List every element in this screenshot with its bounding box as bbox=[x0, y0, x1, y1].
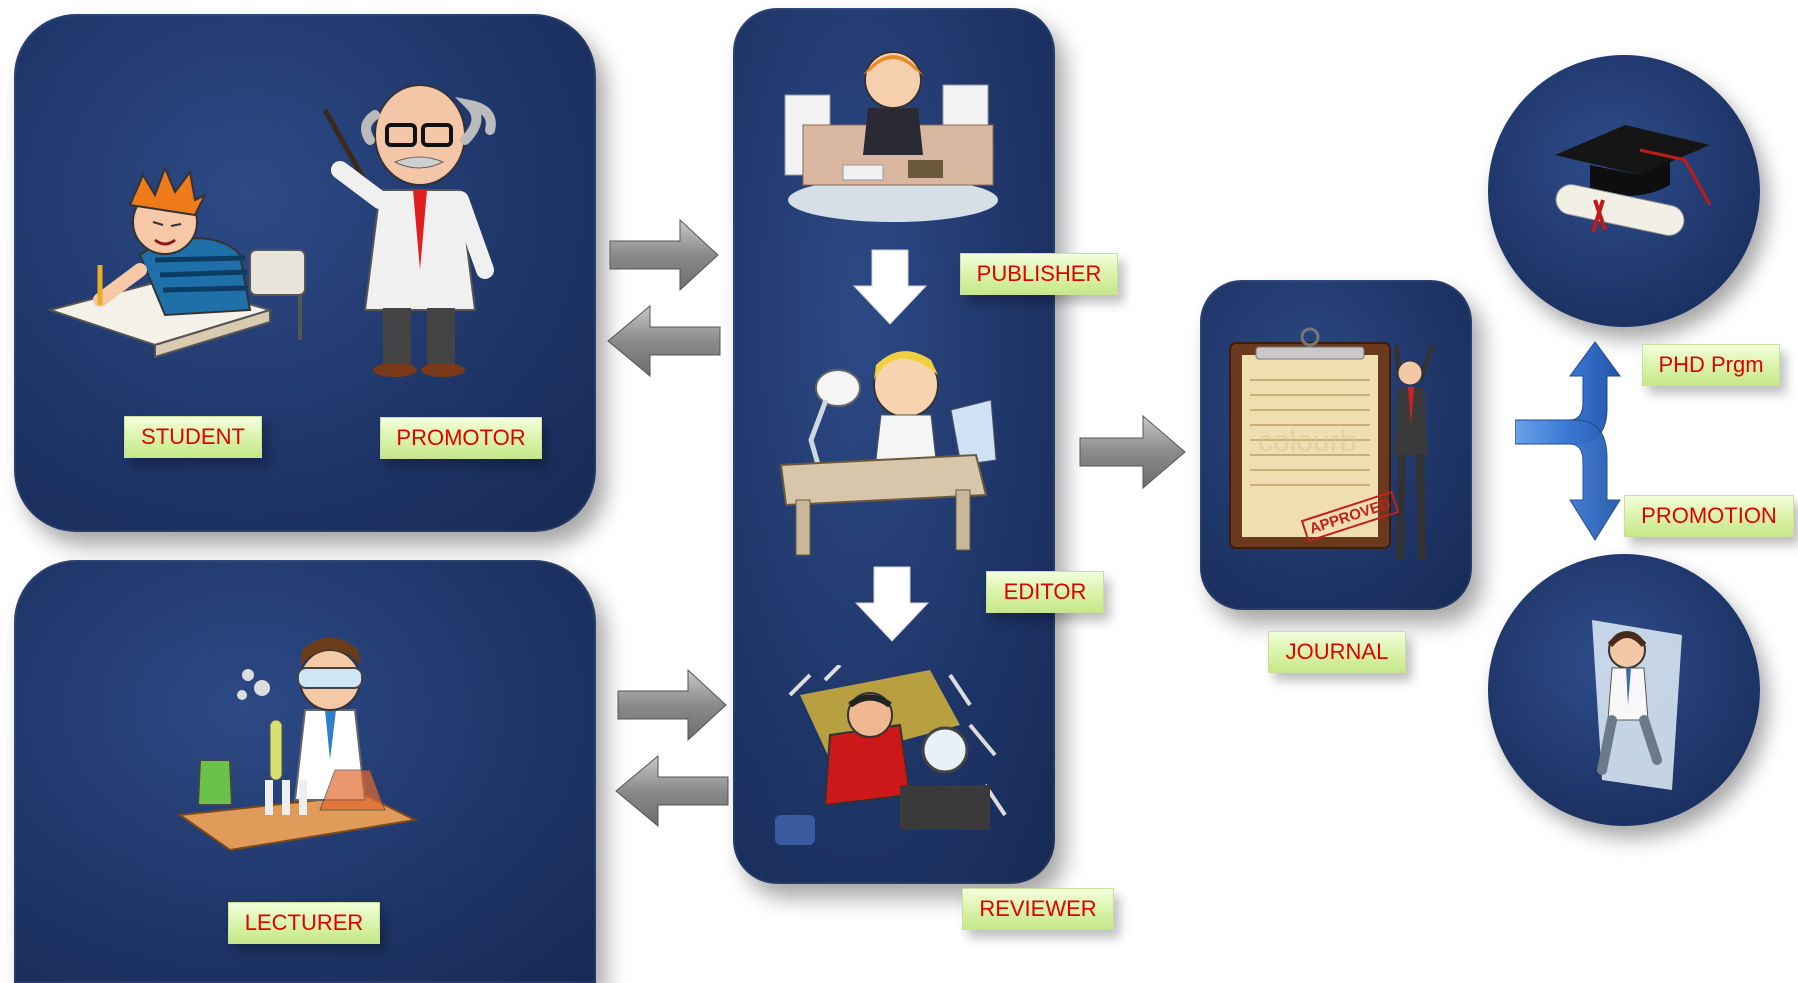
promotor-label: PROMOTOR bbox=[380, 417, 542, 459]
student-label: STUDENT bbox=[124, 416, 262, 458]
professor-figure bbox=[315, 70, 525, 380]
arrows-student-to-publisher bbox=[607, 218, 721, 378]
reviewer-figure bbox=[770, 665, 1020, 860]
businessman-figure bbox=[1572, 610, 1697, 800]
arrow-to-journal bbox=[1079, 414, 1186, 490]
editor-figure bbox=[776, 340, 1011, 565]
student-figure bbox=[45, 160, 325, 360]
clipboard-watermark: colourb bbox=[1258, 425, 1357, 458]
lecturer-label: LECTURER bbox=[228, 902, 380, 944]
arrow-publisher-to-editor bbox=[852, 249, 928, 325]
phd-label: PHD Prgm bbox=[1642, 344, 1780, 386]
arrows-lecturer-to-reviewer bbox=[615, 668, 729, 828]
publisher-label: PUBLISHER bbox=[960, 253, 1118, 295]
scientist-figure bbox=[170, 620, 420, 870]
promotion-label: PROMOTION bbox=[1624, 495, 1794, 537]
graduation-cap-icon bbox=[1545, 120, 1715, 250]
clipboard-figure bbox=[1228, 325, 1453, 570]
publisher-figure bbox=[783, 30, 1003, 225]
editor-label: EDITOR bbox=[986, 571, 1104, 613]
arrow-editor-to-reviewer bbox=[854, 566, 930, 642]
split-arrow bbox=[1515, 341, 1621, 541]
reviewer-label: REVIEWER bbox=[962, 888, 1114, 930]
journal-label: JOURNAL bbox=[1268, 631, 1406, 673]
